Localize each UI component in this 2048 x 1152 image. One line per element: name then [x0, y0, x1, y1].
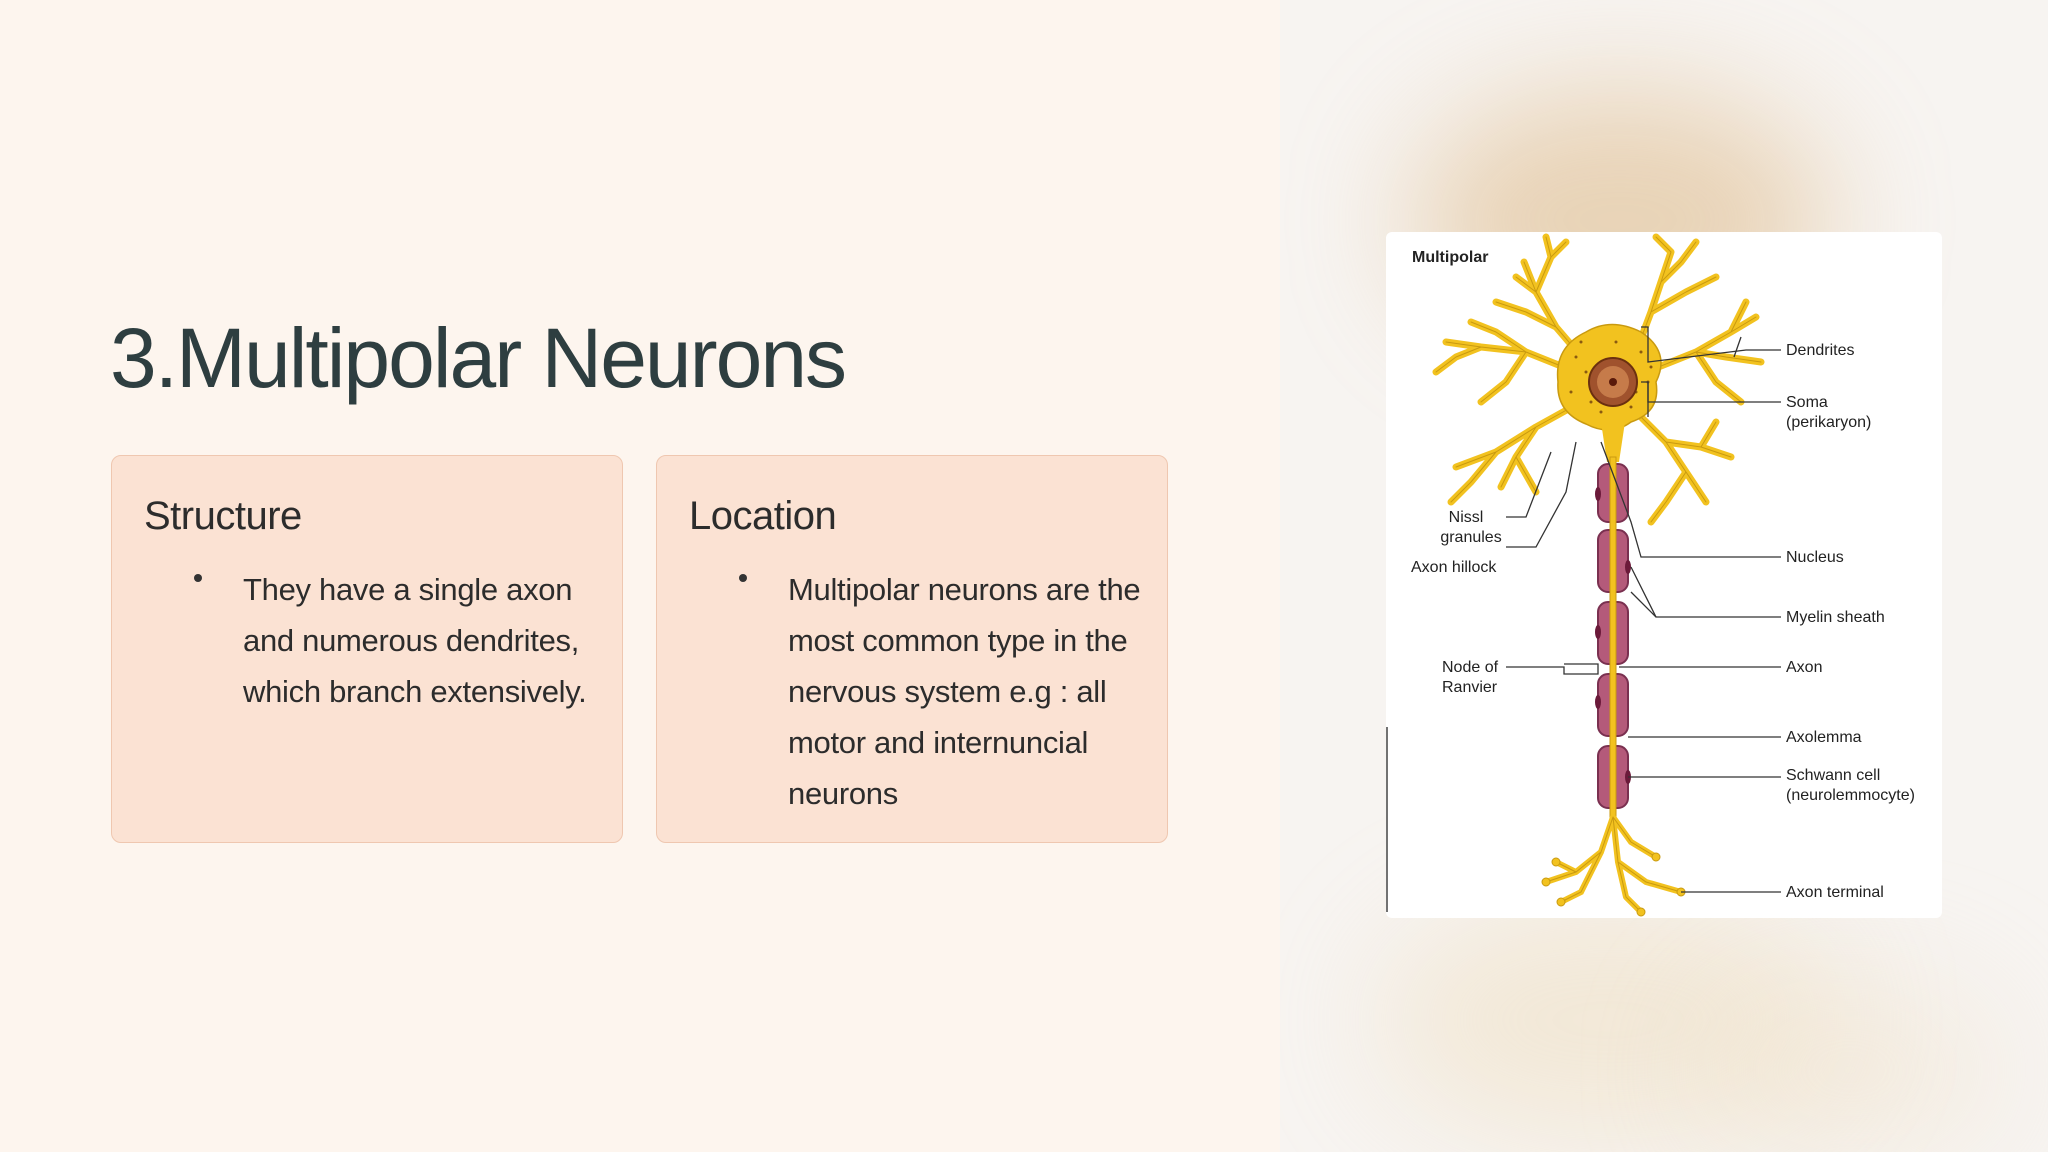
label-axon-terminal: Axon terminal	[1786, 884, 1884, 901]
dendrites	[1432, 233, 1765, 526]
label-myelin-sheath: Myelin sheath	[1786, 609, 1885, 626]
diagram-title: Multipolar	[1412, 249, 1488, 266]
label-schwann: Schwann cell	[1786, 767, 1880, 784]
background-glow	[1380, 900, 1840, 1140]
content-pane: 3.Multipolar Neurons Structure They have…	[110, 311, 1168, 843]
background-glow	[1700, 980, 2000, 1152]
structure-heading: Structure	[144, 494, 302, 538]
label-axolemma: Axolemma	[1786, 729, 1862, 746]
slide-title: 3.Multipolar Neurons	[110, 311, 847, 405]
label-axon: Axon	[1786, 659, 1822, 676]
structure-card: Structure They have a single axon and nu…	[111, 455, 623, 843]
axon	[1609, 456, 1617, 818]
structure-text: They have a single axon and numerous den…	[243, 572, 587, 709]
location-text: Multipolar neurons are the most common t…	[788, 572, 1141, 811]
bullet-icon	[194, 574, 202, 582]
label-dendrites: Dendrites	[1786, 342, 1854, 359]
label-nucleus: Nucleus	[1786, 549, 1844, 566]
location-card: Location Multipolar neurons are the most…	[656, 455, 1168, 843]
label-soma: Soma	[1786, 394, 1828, 411]
bullet-icon	[739, 574, 747, 582]
location-heading: Location	[689, 494, 837, 538]
label-nissl: Nissl	[1449, 509, 1484, 526]
neuron-diagram: Multipolar Dendrites Soma (perikaryon) N…	[1386, 232, 1942, 918]
label-schwann-sub: (neurolemmocyte)	[1786, 787, 1915, 804]
label-nissl-sub: granules	[1440, 529, 1501, 546]
label-soma-sub: (perikaryon)	[1786, 414, 1871, 431]
label-axon-hillock: Axon hillock	[1411, 559, 1497, 576]
label-node-sub: Ranvier	[1442, 679, 1498, 696]
axon-terminal	[1543, 814, 1684, 915]
label-node: Node of	[1442, 659, 1499, 676]
